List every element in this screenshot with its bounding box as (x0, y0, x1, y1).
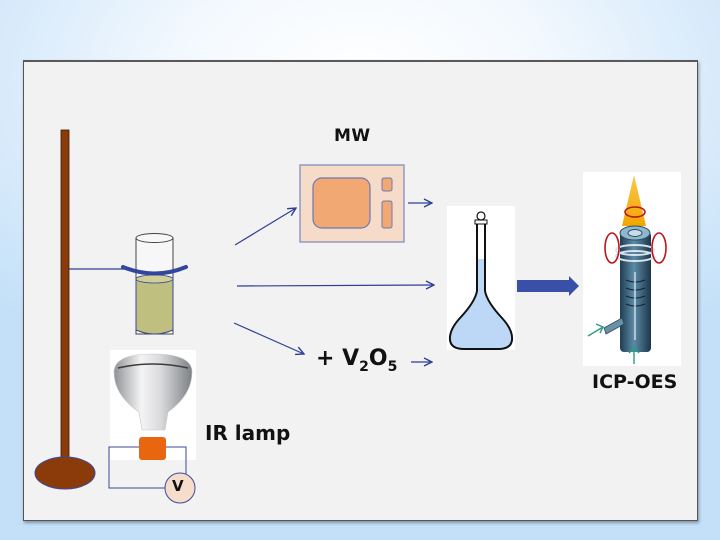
arrow-to-flask (236, 285, 434, 286)
coil-top (624, 206, 646, 218)
microwave-label: MW (334, 126, 371, 146)
microwave-window (312, 177, 371, 229)
v2o5-label: + V2O5 (316, 346, 397, 375)
microwave-dial (381, 200, 393, 229)
flask-neck-lip (474, 219, 488, 225)
icp-oes-label: ICP-OES (592, 371, 678, 393)
flask-liquid (449, 259, 513, 349)
lamp-reflector-edge (117, 363, 189, 369)
arrow-to-v2o5 (233, 322, 304, 354)
gas-arrow-side-head (595, 323, 604, 334)
ir-lamp (110, 350, 196, 460)
torch-inner (627, 229, 643, 237)
arrow-to-microwave (234, 208, 296, 246)
coil-ring (615, 250, 655, 262)
plasma-flame (622, 175, 646, 226)
sample-liquid (135, 278, 174, 335)
reagent-prefix: + V (316, 346, 360, 371)
microwave-icon (299, 164, 405, 243)
sample-surface (135, 274, 174, 284)
coil-ring (615, 244, 655, 256)
reagent-sub1: 2 (359, 359, 369, 375)
lamp-bulb (113, 353, 193, 431)
voltmeter-icon (164, 472, 196, 504)
gas-arrow-side (587, 326, 604, 337)
reagent-sub2: 5 (387, 359, 398, 375)
stand-rod (60, 129, 70, 461)
field-loop-right (651, 232, 667, 264)
volumetric-flask-icon (447, 206, 515, 350)
reagent-mid: O (368, 346, 388, 371)
arrow-to-icp (517, 276, 579, 296)
icp-torch-icon (583, 172, 681, 366)
tube-rim (135, 233, 174, 243)
voltmeter-label: V (172, 477, 184, 495)
microwave-button (381, 177, 393, 192)
gas-arrow-bottom-head (628, 345, 640, 354)
lamp-socket (139, 437, 166, 460)
test-tube (121, 233, 188, 335)
ir-lamp-label: IR lamp (205, 421, 291, 445)
field-loop-left (604, 232, 620, 264)
flask-glass (448, 223, 514, 350)
side-inlet (603, 317, 625, 335)
voltage-circuit (108, 446, 196, 504)
tube-clamp (121, 265, 188, 276)
stand-base (34, 456, 96, 490)
flask-stopper (476, 211, 486, 221)
circuit-wire (108, 446, 165, 489)
retort-stand (34, 129, 128, 490)
